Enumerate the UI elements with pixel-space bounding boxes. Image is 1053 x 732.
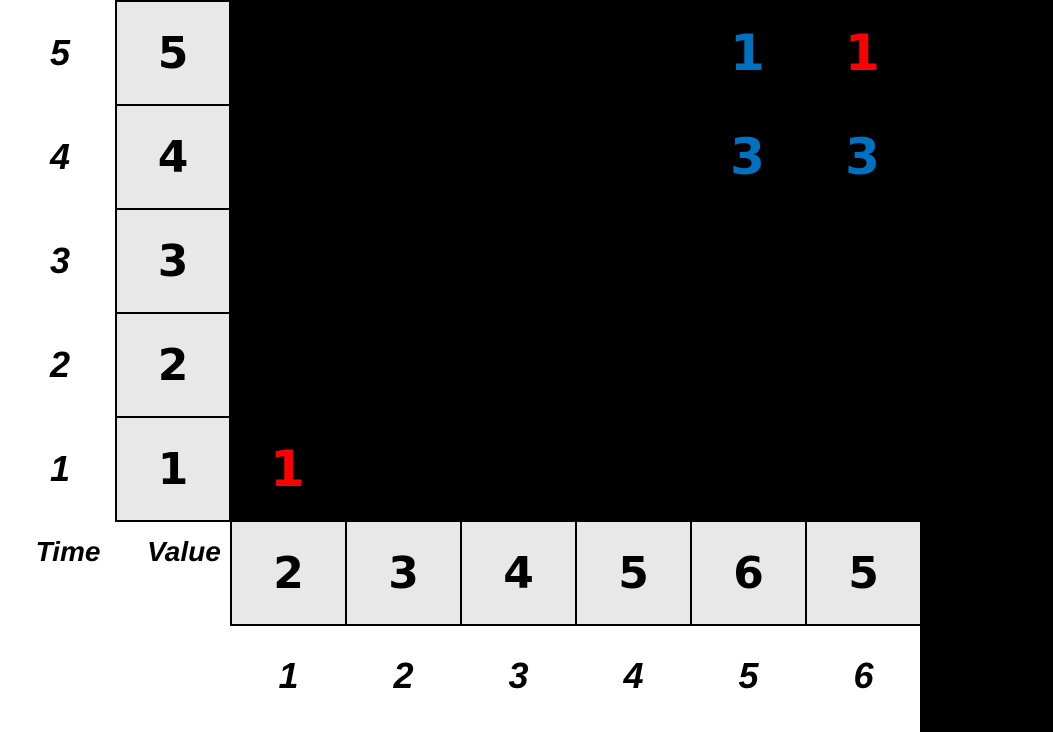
value-cell: 5 xyxy=(115,0,231,106)
matrix-value: 3 xyxy=(845,128,880,186)
value-cell: 1 xyxy=(115,416,231,522)
bottom-time-tick: 4 xyxy=(623,655,644,696)
matrix-area xyxy=(230,0,1053,522)
series-cell: 5 xyxy=(575,520,692,626)
left-time-tick: 3 xyxy=(49,240,71,281)
matrix-area-bottom-right xyxy=(920,522,1053,732)
bottom-time-tick: 5 xyxy=(738,655,759,696)
series-cell: 5 xyxy=(805,520,922,626)
left-time-tick: 1 xyxy=(49,448,71,489)
value-cell: 2 xyxy=(115,312,231,418)
bottom-time-tick: 1 xyxy=(278,655,299,696)
series-cell: 6 xyxy=(690,520,807,626)
series-cell: 4 xyxy=(460,520,577,626)
matrix-value: 3 xyxy=(730,128,765,186)
series-cell: 3 xyxy=(345,520,462,626)
left-time-tick: 5 xyxy=(49,32,71,73)
matrix-value: 1 xyxy=(730,24,765,82)
left-time-tick: 2 xyxy=(49,344,71,385)
bottom-time-tick: 2 xyxy=(393,655,414,696)
bottom-time-tick: 6 xyxy=(853,655,874,696)
value-cell: 4 xyxy=(115,104,231,210)
bottom-time-tick: 3 xyxy=(508,655,529,696)
matrix-value: 1 xyxy=(270,440,305,498)
series-cell: 2 xyxy=(230,520,347,626)
left-time-tick: 4 xyxy=(49,136,71,177)
time-axis-title: Time xyxy=(35,536,101,567)
matrix-value: 1 xyxy=(845,24,880,82)
value-axis-title: Value xyxy=(147,536,221,567)
value-cell: 3 xyxy=(115,208,231,314)
